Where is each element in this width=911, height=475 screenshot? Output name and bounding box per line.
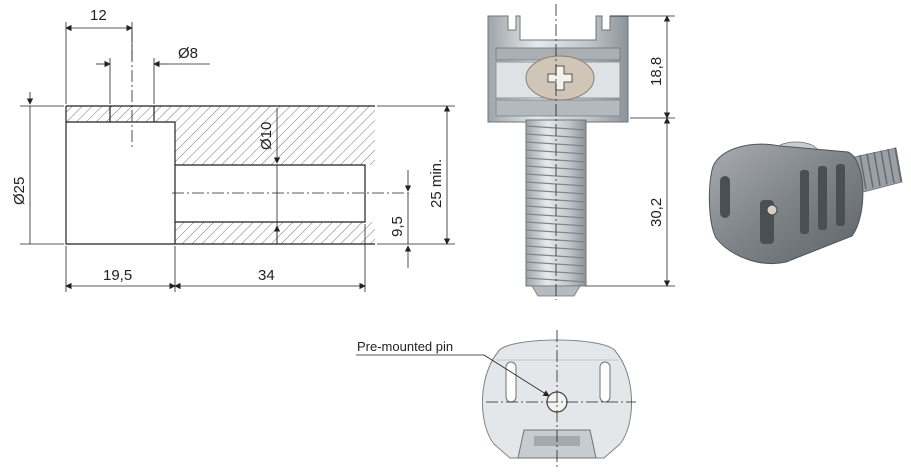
dimension-connector-heights: 18,8 30,2: [586, 15, 675, 287]
photo-thread-line: [866, 153, 874, 188]
photo-thread-line: [873, 151, 881, 187]
dimension-min-depth: 25 min.: [377, 105, 455, 245]
photo-thread-line: [887, 148, 895, 184]
dimension-pin-diameter-label: Ø8: [178, 45, 198, 62]
section-outlines: [65, 105, 375, 245]
dimension-min-depth-label: 25 min.: [428, 159, 445, 208]
connector-front-view: 18,8 30,2: [487, 4, 675, 300]
dimension-hole-offset: 12: [65, 7, 133, 104]
pre-mounted-pin-callout: Pre-mounted pin: [356, 339, 550, 397]
dimension-body-diameter-label: Ø25: [11, 177, 28, 205]
connector-product-photo: [708, 141, 903, 265]
dimension-shaft-length-label: 30,2: [648, 198, 665, 227]
panel-section-hatch: [66, 106, 375, 244]
photo-thread-line: [894, 147, 902, 182]
dimension-bore-offset-label: 9,5: [389, 216, 406, 237]
pre-mounted-pin-label: Pre-mounted pin: [357, 339, 453, 354]
dimension-lengths: 19,5 34: [65, 224, 366, 292]
dimension-hole-offset-label: 12: [90, 7, 107, 24]
dimension-bore-diameter-label: Ø10: [258, 122, 275, 150]
photo-thread-line: [859, 154, 867, 190]
dimension-body-diameter: Ø25: [11, 92, 64, 245]
dimension-bore-length-label: 34: [258, 267, 275, 284]
dimension-bore-offset: 9,5: [389, 170, 412, 268]
connector-head: [487, 15, 629, 123]
cross-recess-icon: [547, 65, 573, 91]
drilling-section-diagram: 12 Ø8 Ø25 Ø10: [11, 7, 455, 292]
dimension-bore-diameter: Ø10: [258, 108, 281, 244]
dimension-body-length-label: 19,5: [103, 267, 132, 284]
connector-bottom-view: Pre-mounted pin: [356, 330, 636, 470]
photo-thread-line: [880, 150, 888, 185]
dimension-pin-diameter: Ø8: [96, 45, 210, 104]
dimension-head-height-label: 18,8: [648, 57, 665, 86]
